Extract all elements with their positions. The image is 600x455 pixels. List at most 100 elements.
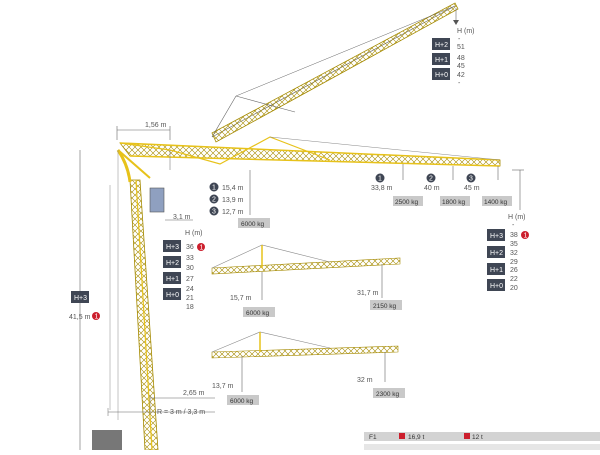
top-table-tag-1 [432,53,450,65]
top-table-header: H (m) [457,28,475,35]
mid-jib-2: 13,7 m 6000 kg 32 m 2300 kg [211,331,405,405]
right-table-value-3: 29 [510,259,518,266]
base-counterweight [92,430,122,450]
mid-jib-1: 15,7 m 6000 kg 31,7 m 2150 kg [211,244,402,317]
left-height-table: H (m) H+3 36 1 H+2 33 30 H+1 27 24 H+0 2… [163,230,205,311]
main-jib [119,136,501,215]
tower-height-label: 41,5 m [69,314,91,321]
right-table-badge [521,231,529,239]
mid-jib-1-max-load: 2150 kg [373,303,397,310]
tip-loads: 1 33,8 m 2500 kg 2 40 m 1800 kg 3 45 m 1… [371,173,512,206]
cab-offset-label: 3,1 m [173,214,191,221]
mid-jib-2-min-load: 6000 kg [230,398,254,405]
right-table-tag-0: H+3 [490,233,503,240]
right-table-tag-2: H+2 [490,250,503,257]
cab [149,187,165,213]
footer-icon-2 [464,433,470,439]
left-table-value-0: 36 [186,244,194,251]
max-load-box [238,218,270,228]
svg-text:-: - [458,36,461,43]
tip-load-3-num: 3 [469,176,473,183]
mid-jib-2-max: 32 m [357,377,373,384]
left-table-value-2: 30 [186,265,194,272]
right-table-tag-4: H+1 [490,267,503,274]
top-table-value-3: 42 [457,72,465,79]
tower-tag: H+3 [74,295,87,302]
circle-2-value: 13,9 m [222,197,244,204]
right-table-tag-6: H+0 [490,283,503,290]
right-table-value-0: 38 [510,232,518,239]
circle-1 [209,182,219,192]
base-dimensions: 2,65 m R = 3 m / 3,3 m [107,390,215,416]
left-table-value-3: 27 [186,276,194,283]
circle-1-num: 1 [212,185,216,192]
tip-load-3-load: 1400 kg [484,199,508,206]
top-table-tag-1-label: H+1 [435,57,448,64]
left-table-value-1: 33 [186,255,194,262]
raised-jib [211,2,459,143]
circle-3 [209,206,219,216]
svg-text:-: - [512,222,515,229]
tip-load-1-radius: 33,8 m [371,185,393,192]
tower [92,149,165,451]
footer-tag: F1 [369,434,377,441]
mid-jib-2-min: 13,7 m [212,383,234,390]
max-load-label: 6000 kg [241,221,265,228]
right-table-value-2: 32 [510,250,518,257]
circle-3-num: 3 [212,209,216,216]
right-table-header: H (m) [508,214,526,221]
tower-badge [92,312,100,320]
mid-jib-1-min-load: 6000 kg [246,310,270,317]
left-table-tag-5: H+0 [166,292,179,299]
tip-load-2-load: 1800 kg [442,199,466,206]
svg-text:-: - [458,80,461,87]
top-height-table: H (m) - H+2 51 H+1 48 45 H+0 42 - [432,28,475,87]
right-table-value-5: 22 [510,276,518,283]
base-offset-label: 2,65 m [183,390,205,397]
footer-weight-1: 16,9 t [408,434,424,441]
top-table-tag-0-label: H+2 [435,42,448,49]
right-table-value-4: 26 [510,267,518,274]
right-table-value-1: 35 [510,241,518,248]
top-table-value-2: 45 [457,63,465,70]
right-height-table: H (m) - H+3 38 1 35 H+2 32 29 H+1 26 22 … [487,169,529,292]
right-table-badge-num: 1 [524,233,528,240]
footer-weight-2: 12 t [472,434,483,441]
base-radius-label: R = 3 m / 3,3 m [157,409,205,416]
left-table-badge [197,243,205,251]
mid-jib-1-max: 31,7 m [357,290,379,297]
cab-offset-dimension: 3,1 m [165,214,193,221]
top-table-value-0: 51 [457,44,465,51]
left-table-badge-num: 1 [200,245,204,252]
circle-2-num: 2 [212,197,216,204]
tip-load-2-radius: 40 m [424,185,440,192]
circle-dimensions: 1 15,4 m 2 13,9 m 3 12,7 m [209,182,244,216]
circle-1-value: 15,4 m [222,185,244,192]
circle-3-value: 12,7 m [222,209,244,216]
mid-jib-1-min: 15,7 m [230,295,252,302]
mid-jib-2-max-load: 2300 kg [376,391,400,398]
left-table-header: H (m) [185,230,203,237]
left-table-tag-3: H+1 [166,276,179,283]
tower-badge-num: 1 [95,314,99,321]
left-table-tag-0: H+3 [166,244,179,251]
top-table-tag-3-label: H+0 [435,72,448,79]
left-table-value-6: 18 [186,304,194,311]
top-table-tag-3 [432,68,450,80]
footer-weight-row: F1 16,9 t 12 t [364,432,600,450]
tip-load-2-num: 2 [429,176,433,183]
jib-offset-label: 1,56 m [145,122,167,129]
jib-offset-dimension: 1,56 m [116,122,171,140]
left-table-value-4: 24 [186,286,194,293]
footer-icon-1 [399,433,405,439]
tower-height-dimension: H+3 41,5 m 1 [69,150,100,450]
circle-2 [209,194,219,204]
left-table-tag-1: H+2 [166,260,179,267]
right-table-value-6: 20 [510,285,518,292]
tip-load-1-load: 2500 kg [395,199,419,206]
top-table-tag-0 [432,38,450,50]
tip-load-3-radius: 45 m [464,185,480,192]
top-table-value-1: 48 [457,55,465,62]
left-table-value-5: 21 [186,295,194,302]
